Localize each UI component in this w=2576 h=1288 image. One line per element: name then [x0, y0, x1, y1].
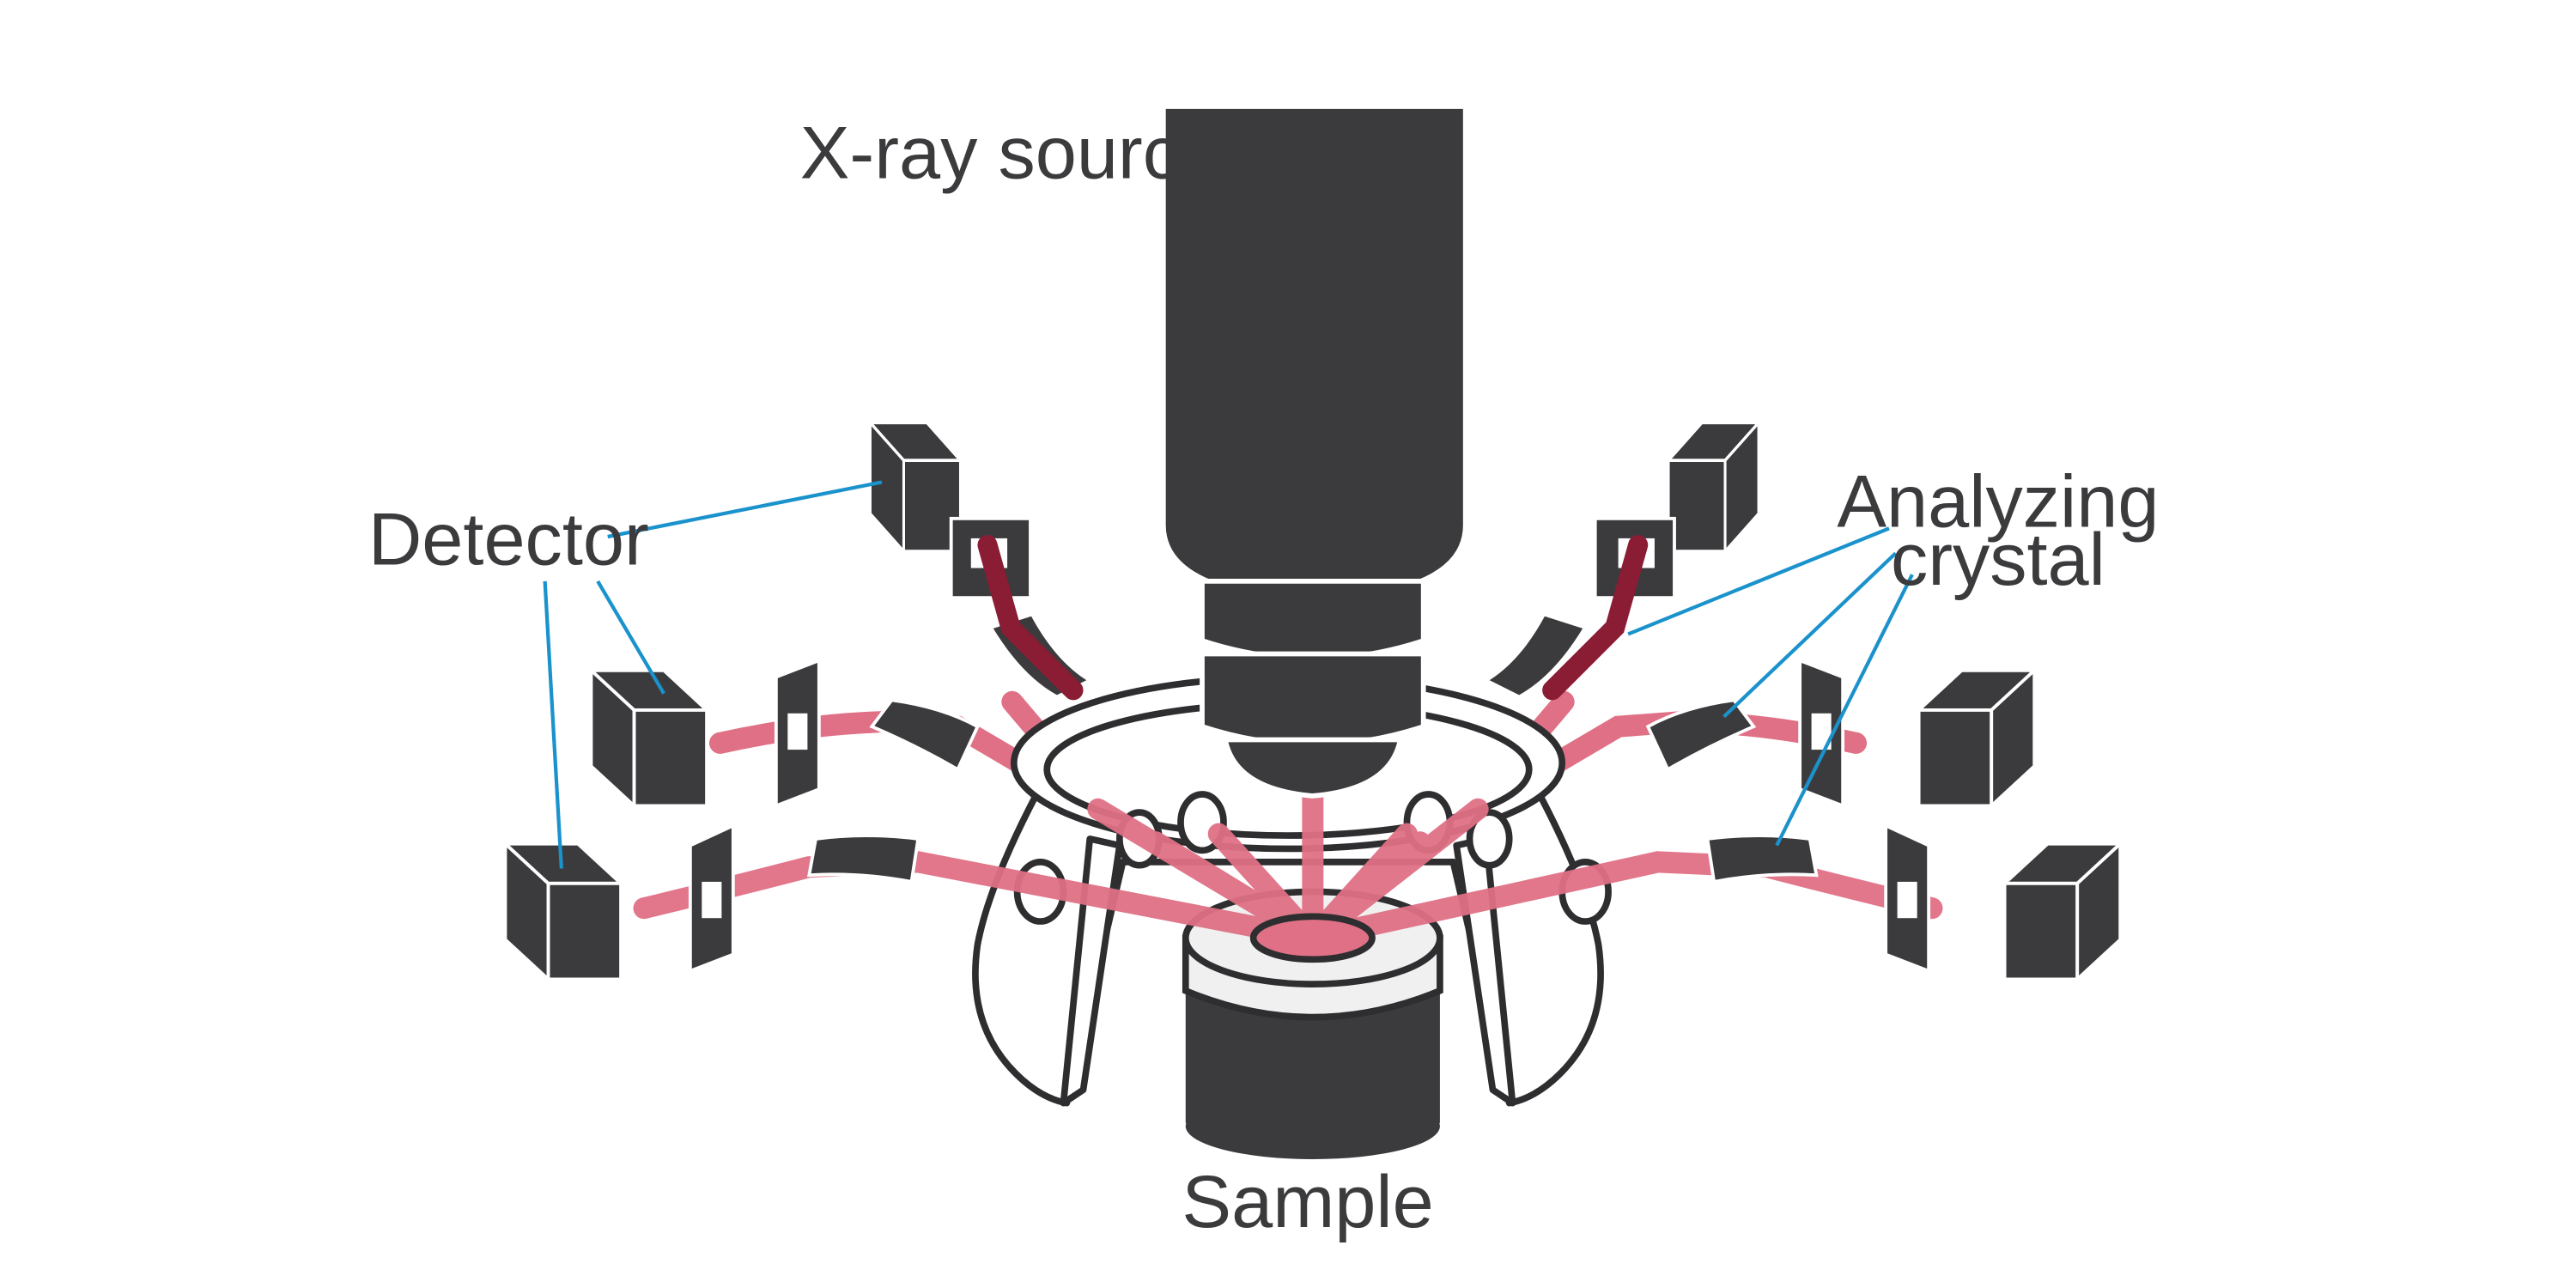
callout-crystal-lower: [1775, 574, 1914, 847]
label-xray-source: X-ray source: [800, 112, 1221, 195]
crystal-middle-right: [1645, 698, 1757, 772]
callout-detector-middle: [596, 580, 665, 695]
slit-middle-right: [1798, 658, 1845, 809]
detector-chain-upper-right: [1482, 421, 1760, 701]
slit-lower-right: [1884, 823, 1931, 974]
detector-chain-lower-right: [1705, 823, 2123, 981]
tube-ring-2: [1200, 651, 1426, 748]
callout-detector-upper: [607, 480, 883, 539]
slit-lower-left: [688, 823, 735, 974]
callout-crystal-middle: [1722, 551, 1898, 719]
tube-body: [1165, 108, 1463, 598]
callout-crystal-upper: [1627, 526, 1890, 636]
beam-upper-right-dark: [1542, 535, 1649, 701]
label-sample: Sample: [1182, 1161, 1433, 1243]
callout-detector-lower: [543, 580, 563, 869]
beam-left-lower: [633, 851, 1324, 949]
sample-spot: [1249, 913, 1376, 963]
crystal-lower-right: [1705, 834, 1819, 884]
label-detector: Detector: [368, 499, 649, 581]
detector-chain-lower-left: [503, 823, 920, 981]
detector-chain-upper-left: [868, 421, 1094, 701]
label-analyzing-crystal-line1: Analyzing: [1837, 460, 2159, 543]
beam-upper-left-dark: [977, 535, 1084, 701]
callout-lines: [543, 480, 1914, 869]
tube-ring-1: [1200, 579, 1426, 662]
crystal-upper-right: [1482, 612, 1589, 699]
detector-chain-middle-left: [589, 658, 980, 809]
port-5: [1466, 809, 1513, 869]
slit-middle-left: [774, 658, 821, 809]
xray-tube: [1165, 108, 1463, 799]
label-analyzing-crystal-line2: crystal: [1891, 519, 2105, 601]
sample-bottom-cap: [1185, 1093, 1440, 1159]
detector-chain-middle-right: [1645, 658, 2037, 809]
crystal-lower-left: [806, 834, 920, 884]
tube-nozzle: [1222, 737, 1404, 799]
crystal-middle-left: [869, 698, 980, 772]
